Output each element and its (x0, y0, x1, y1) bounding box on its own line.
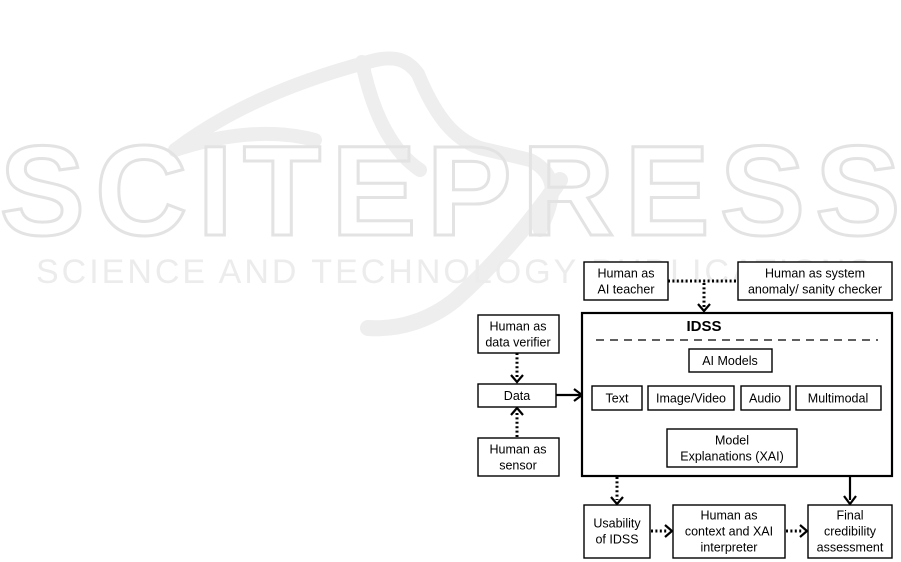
data-label: Data (504, 389, 530, 403)
xai-interpreter-label-line: context and XAI (685, 525, 773, 539)
multimodal-label: Multimodal (808, 392, 868, 406)
audio-label-line: Audio (749, 392, 781, 406)
multimodal-label-line: Multimodal (808, 392, 868, 406)
usability-label-line: Usability (593, 517, 641, 531)
ai-teacher-label-line: Human as (598, 267, 655, 281)
data-verifier-label-line: Human as (490, 320, 547, 334)
anomaly-checker-label-line: Human as system (765, 267, 865, 281)
sensor-label-line: sensor (499, 459, 537, 473)
image-video-label: Image/Video (656, 392, 726, 406)
xai-interpreter-label-line: interpreter (701, 541, 758, 555)
sensor-label-line: Human as (490, 443, 547, 457)
idss-title: IDSS (686, 318, 721, 335)
arrowhead-to-usability (611, 497, 623, 504)
text-label-line: Text (606, 392, 629, 406)
ai-models-label: AI Models (702, 354, 758, 368)
usability-box (584, 505, 650, 558)
explanations-label-line: Model (715, 434, 749, 448)
final-assessment-label-line: credibility (824, 525, 877, 539)
xai-interpreter-label-line: Human as (701, 509, 758, 523)
final-assessment-label-line: assessment (817, 541, 884, 555)
watermark-name: SCITEPRESS (0, 120, 901, 263)
explanations-label-line: Explanations (XAI) (680, 450, 784, 464)
data-label-line: Data (504, 389, 530, 403)
text-label: Text (606, 392, 629, 406)
ai-models-label-line: AI Models (702, 354, 758, 368)
data-verifier-label-line: data verifier (485, 336, 550, 350)
final-assessment-label-line: Final (836, 509, 863, 523)
ai-teacher-label-line: AI teacher (598, 283, 655, 297)
image-video-label-line: Image/Video (656, 392, 726, 406)
usability-label-line: of IDSS (595, 533, 638, 547)
audio-label: Audio (749, 392, 781, 406)
anomaly-checker-label-line: anomaly/ sanity checker (748, 283, 882, 297)
